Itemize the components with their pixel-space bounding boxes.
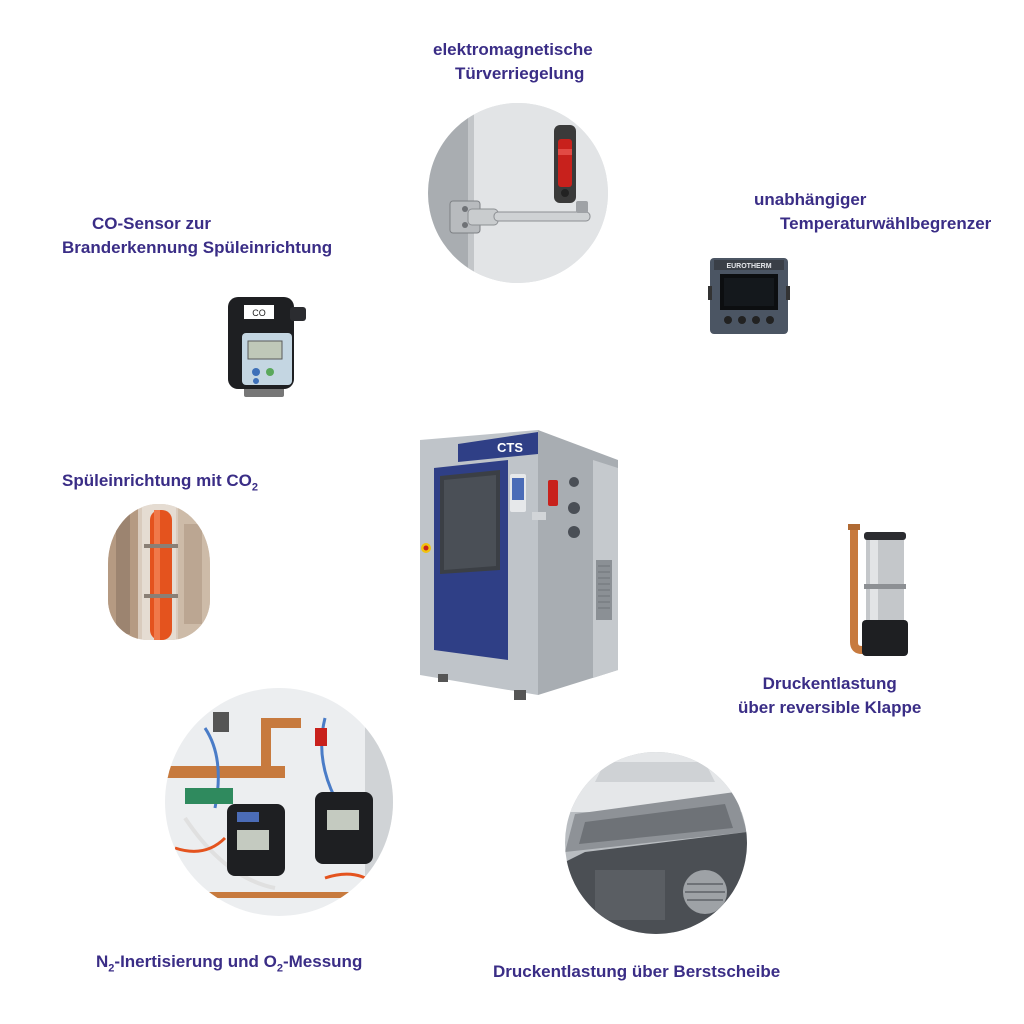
chamber-brand: CTS (497, 440, 523, 455)
label-n2-s1: 2 (108, 962, 115, 975)
label-n2-s2: 2 (276, 962, 283, 975)
label-n2-p3: -Messung (282, 952, 363, 971)
eurotherm-controller-photo: EUROTHERM (708, 256, 792, 336)
co-sensor-photo: CO (224, 293, 308, 397)
label-co2-flush-text: Spüleinrichtung mit CO (62, 471, 252, 490)
door-lock-photo (428, 103, 608, 283)
label-pressure-flap-line2: über reversible Klappe (738, 698, 922, 717)
label-pressure-flap-line1: Druckentlastung (762, 674, 897, 693)
label-co-sensor-line1: CO-Sensor zur (92, 214, 212, 233)
label-co2-flush-sub: 2 (251, 481, 258, 494)
n2-inertisation-photo (165, 688, 393, 916)
label-door-lock: elektromagnetische Türverriegelung (433, 38, 593, 86)
label-burst-disc: Druckentlastung über Berstscheibe (493, 960, 780, 984)
label-pressure-flap: Druckentlastung über reversible Klappe (738, 672, 921, 720)
label-n2-p2: -Inertisierung und O (114, 952, 277, 971)
label-co2-flush: Spüleinrichtung mit CO2 (62, 469, 258, 499)
label-door-lock-line2: Türverriegelung (455, 64, 585, 83)
label-co-sensor-line2: Branderkennung Spüleinrichtung (62, 238, 333, 257)
label-temp-limiter: unabhängiger Temperaturwählbegrenzer (754, 188, 991, 236)
label-door-lock-line1: elektromagnetische (433, 40, 593, 59)
co2-flush-photo (108, 504, 210, 640)
label-temp-limiter-line2: Temperaturwählbegrenzer (780, 214, 992, 233)
label-temp-limiter-line1: unabhängiger (754, 190, 867, 209)
burst-disc-photo (565, 752, 747, 934)
label-burst-disc-line1: Druckentlastung über Berstscheibe (493, 962, 781, 981)
pressure-flap-photo (838, 524, 910, 658)
label-n2-inert: N2-Inertisierung und O2-Messung (96, 950, 362, 980)
label-n2-p1: N (96, 952, 109, 971)
climate-chamber-photo: CTS (418, 420, 628, 705)
co-sensor-tag: CO (252, 308, 266, 318)
label-co-sensor: CO-Sensor zur Branderkennung Spüleinrich… (62, 212, 332, 260)
controller-brand: EUROTHERM (726, 263, 771, 270)
